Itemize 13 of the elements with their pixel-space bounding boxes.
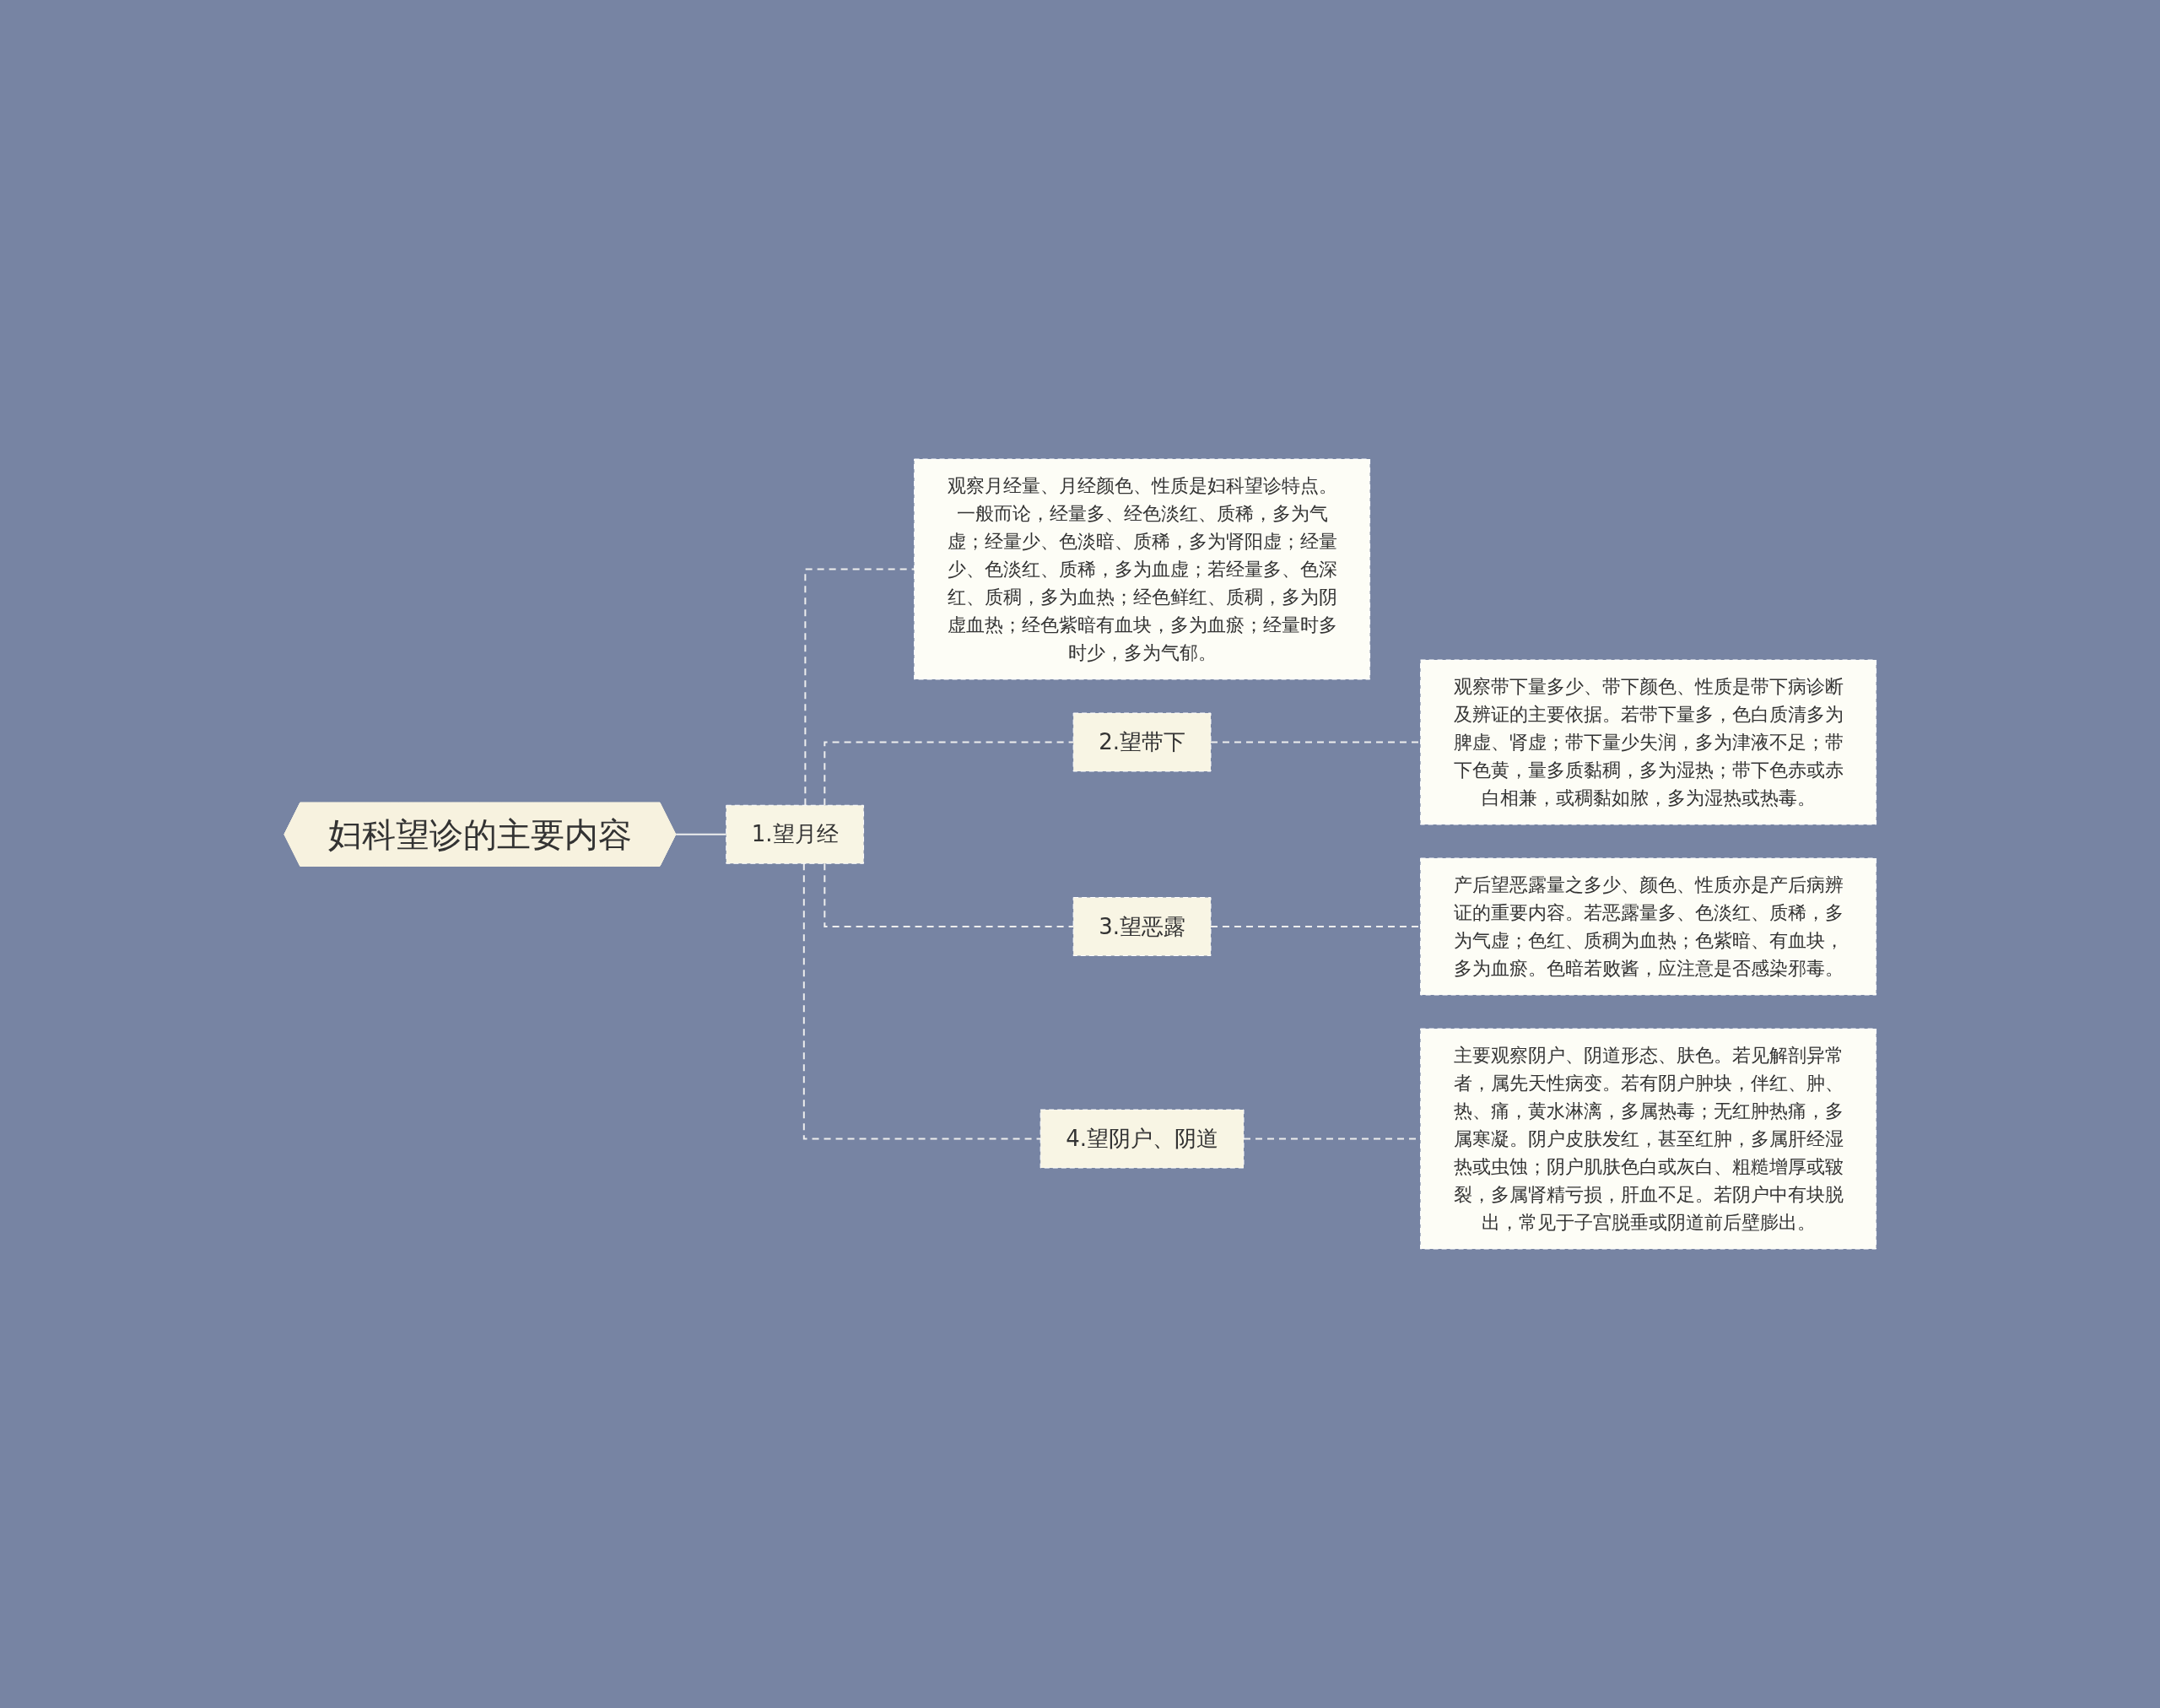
node-box: 2.望带下 [1072, 712, 1212, 772]
connector [824, 862, 1074, 927]
node-box: 观察月经量、月经颜色、性质是妇科望诊特点。一般而论，经量多、经色淡红、质稀，多为气虚；经量少、色淡暗、质稀，多为肾阳虚；经量少、色淡红、质稀，多为血虚；若经量多、色深红、质稠，多为血热；经色鲜红、质稠，多为阴虚血热；经色紫暗有血块，多为血瘀；经量时多时少，多为气郁。 [913, 458, 1370, 680]
connector [804, 568, 915, 807]
node-box: 4.望阴户、阴道 [1040, 1109, 1245, 1169]
node-box: 1.望月经 [725, 804, 864, 864]
connector [674, 833, 727, 836]
node-box: 产后望恶露量之多少、颜色、性质亦是产后病辨证的重要内容。若恶露量多、色淡红、质稀，多为气虚；色红、质稠为血热；色紫暗、有血块，多为血瘀。色暗若败酱，应注意是否感染邪毒。 [1419, 857, 1876, 996]
node-box: 观察带下量多少、带下颜色、性质是带下病诊断及辨证的主要依据。若带下量多，色白质清多为脾虚、肾虚；带下量少失润，多为津液不足；带下色黄，量多质黏稠，多为湿热；带下色赤或赤白相兼，或稠黏如脓，多为湿热或热毒。 [1419, 659, 1876, 825]
connector [824, 741, 1074, 807]
node-box: 3.望恶露 [1072, 897, 1212, 956]
connector [802, 862, 1041, 1140]
node-box: 主要观察阴户、阴道形态、肤色。若见解剖异常者，属先天性病变。若有阴户肿块，伴红、肿、热、痛，黄水淋漓，多属热毒；无红肿热痛，多属寒凝。阴户皮肤发红，甚至红肿，多属肝经湿热或虫蚀；阴户肌肤色白或灰白、粗糙增厚或皲裂，多属肾精亏损，肝血不足。若阴户中有块脱出，常见于子宫脱垂或阴道前后壁膨出。 [1419, 1028, 1876, 1250]
